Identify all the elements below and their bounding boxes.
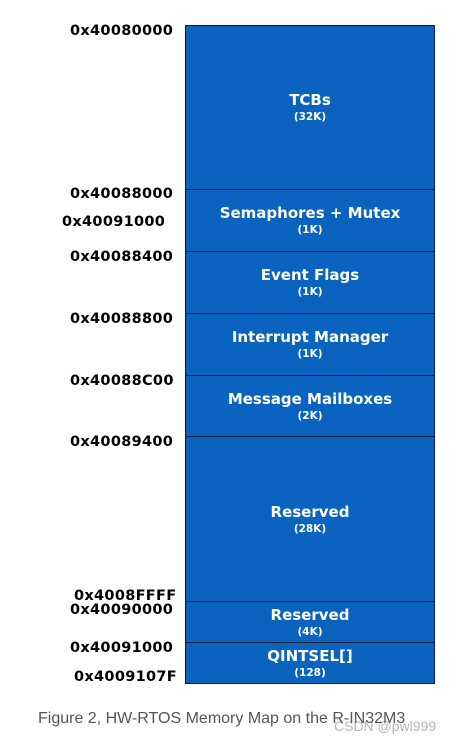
memory-block-reserved-28k: Reserved (28K) xyxy=(185,436,435,602)
address-label: 0x40088400 xyxy=(70,249,174,265)
address-label: 0x40088800 xyxy=(70,311,174,327)
block-name: TCBs xyxy=(289,91,331,109)
address-label: 0x40080000 xyxy=(70,23,174,39)
block-size: (4K) xyxy=(297,625,323,638)
block-name: Interrupt Manager xyxy=(231,328,389,346)
address-label: 0x40088C00 xyxy=(70,373,174,389)
memory-block-message-mailboxes: Message Mailboxes (2K) xyxy=(185,375,435,437)
block-name: Reserved xyxy=(270,605,350,624)
address-label: 0x40091000 xyxy=(62,214,166,230)
block-size: (2K) xyxy=(297,409,323,422)
memory-block-qintsel: QINTSEL[] (128) xyxy=(185,642,435,684)
block-size: (32K) xyxy=(293,111,327,123)
address-label: 0x4008FFFF xyxy=(74,588,177,604)
address-label: 0x4009107F xyxy=(74,669,177,685)
block-size: (28K) xyxy=(293,522,327,535)
block-size: (1K) xyxy=(297,224,323,236)
block-size: (1K) xyxy=(297,286,323,298)
memory-block-tcbs: TCBs (32K) xyxy=(185,25,435,190)
address-label: 0x40090000 xyxy=(70,602,174,618)
address-label: 0x40088000 xyxy=(70,186,174,202)
memory-block-reserved-4k: Reserved (4K) xyxy=(185,601,435,643)
block-name: Message Mailboxes xyxy=(227,389,393,408)
memory-block-semaphores-mutex: Semaphores + Mutex (1K) xyxy=(185,189,435,252)
block-name: Event Flags xyxy=(260,266,360,284)
watermark: CSDN @pwl999 xyxy=(334,718,437,734)
address-label: 0x40089400 xyxy=(70,434,174,450)
address-label: 0x40091000 xyxy=(70,640,174,656)
figure-caption: Figure 2, HW-RTOS Memory Map on the R-IN… xyxy=(38,710,406,727)
memory-block-event-flags: Event Flags (1K) xyxy=(185,251,435,314)
block-name: Reserved xyxy=(270,502,350,521)
block-size: (128) xyxy=(294,666,326,679)
block-name: QINTSEL[] xyxy=(267,646,353,665)
memory-block-interrupt-manager: Interrupt Manager (1K) xyxy=(185,313,435,376)
block-name: Semaphores + Mutex xyxy=(219,204,401,222)
block-size: (1K) xyxy=(297,348,323,360)
